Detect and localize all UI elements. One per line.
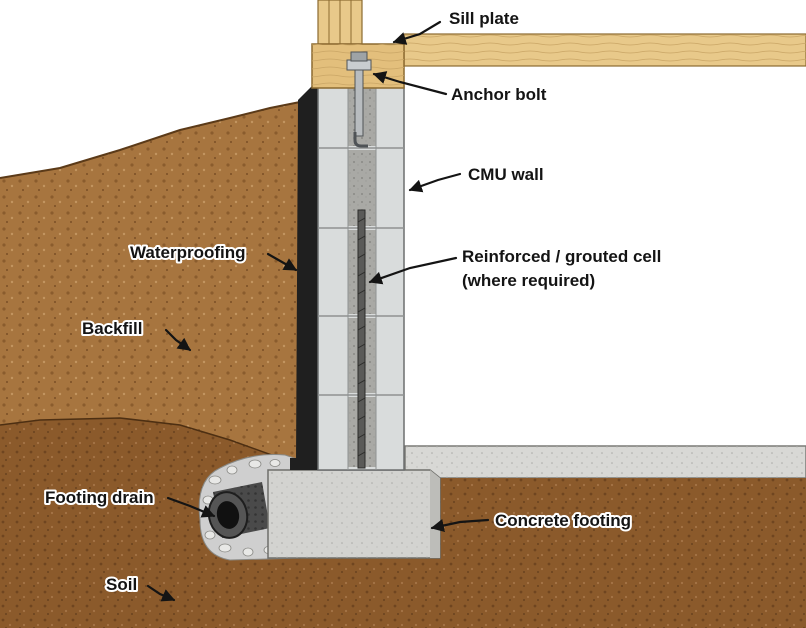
backfill-soil (0, 100, 318, 460)
backfill-leader (164, 328, 192, 352)
label-backfill: Backfill (82, 319, 142, 338)
anchor-bolt (346, 51, 372, 148)
label-concrete-footing: Concrete footing (495, 511, 631, 530)
rebar (357, 209, 366, 469)
anchor-bolt-leader (372, 71, 448, 96)
concrete-footing-leader (430, 518, 490, 532)
cmu-wall-leader (408, 172, 462, 193)
label-cmu-wall: CMU wall (468, 165, 544, 184)
label-where-required: (where required) (462, 271, 595, 290)
footing-drain-pipe (207, 482, 270, 539)
labels: Sill plate Anchor bolt CMU wall Reinforc… (43, 7, 663, 596)
footing-drain-leader (166, 496, 216, 518)
label-waterproofing: Waterproofing (130, 243, 246, 262)
waterproofing-leader (266, 252, 298, 272)
reinforced-leader (368, 256, 458, 285)
leader-lines (146, 20, 490, 602)
concrete-footing (267, 469, 441, 559)
soil-leader (146, 584, 176, 602)
wood-framing (317, 0, 806, 67)
label-anchor-bolt: Anchor bolt (451, 85, 547, 104)
floor-slab (404, 445, 806, 479)
label-sill-plate: Sill plate (449, 9, 519, 28)
sill-plate-leader (392, 20, 442, 45)
label-reinforced-cell: Reinforced / grouted cell (462, 247, 661, 266)
label-footing-drain: Footing drain (45, 488, 154, 507)
label-soil: Soil (106, 575, 137, 594)
waterproofing-membrane (290, 86, 318, 470)
